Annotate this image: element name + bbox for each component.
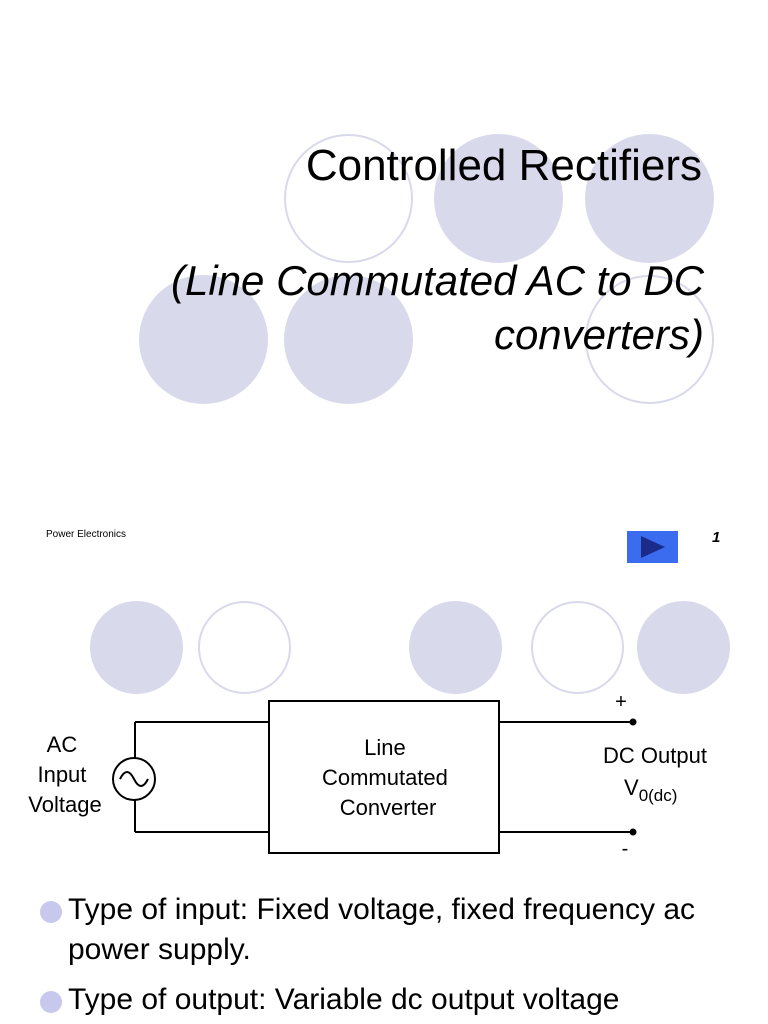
decor-circle: [637, 601, 730, 694]
decor-circle: [284, 275, 413, 404]
decor-circle: [585, 134, 714, 263]
play-icon: [641, 536, 665, 558]
negative-terminal: [629, 828, 637, 836]
decor-circle: [284, 134, 413, 263]
slide-title: Controlled Rectifiers: [305, 141, 702, 190]
content-slide: AC Input Voltage Line Commutated Convert…: [0, 575, 768, 1024]
footer-text: Power Electronics: [46, 529, 127, 540]
source-label: AC Input Voltage: [28, 732, 101, 817]
next-slide-button[interactable]: [627, 531, 678, 563]
list-item: Type of output: Variable dc output volta…: [40, 980, 740, 1020]
converter-block-diagram: AC Input Voltage Line Commutated Convert…: [28, 691, 707, 860]
list-item: Type of input: Fixed voltage, fixed freq…: [40, 890, 740, 970]
bullet-icon: [40, 901, 62, 923]
ac-source-icon: [112, 757, 156, 801]
title-slide: Controlled Rectifiers (Line Commutated A…: [46, 134, 721, 563]
minus-label: -: [622, 838, 629, 860]
decor-circle: [531, 601, 624, 694]
output-voltage-symbol: V0(dc): [624, 775, 677, 805]
converter-box: [268, 700, 500, 854]
output-label: DC Output: [603, 743, 707, 768]
slide-subtitle: (Line Commutated AC to DC converters): [171, 257, 704, 358]
bullet-text: Type of input: Fixed voltage, fixed freq…: [68, 893, 696, 966]
bullet-list: Type of input: Fixed voltage, fixed freq…: [40, 890, 740, 1024]
bullet-icon: [40, 991, 62, 1013]
decor-circle: [198, 601, 291, 694]
decor-circle: [409, 601, 502, 694]
decor-circle: [434, 134, 563, 263]
plus-label: +: [615, 691, 627, 713]
decor-circle: [585, 275, 714, 404]
positive-terminal: [629, 718, 637, 726]
converter-label: Line Commutated Converter: [322, 735, 454, 820]
bullet-text: Type of output: Variable dc output volta…: [68, 983, 620, 1016]
decor-circle: [90, 601, 183, 694]
page-number: 1: [712, 529, 721, 546]
decor-circle: [139, 275, 268, 404]
